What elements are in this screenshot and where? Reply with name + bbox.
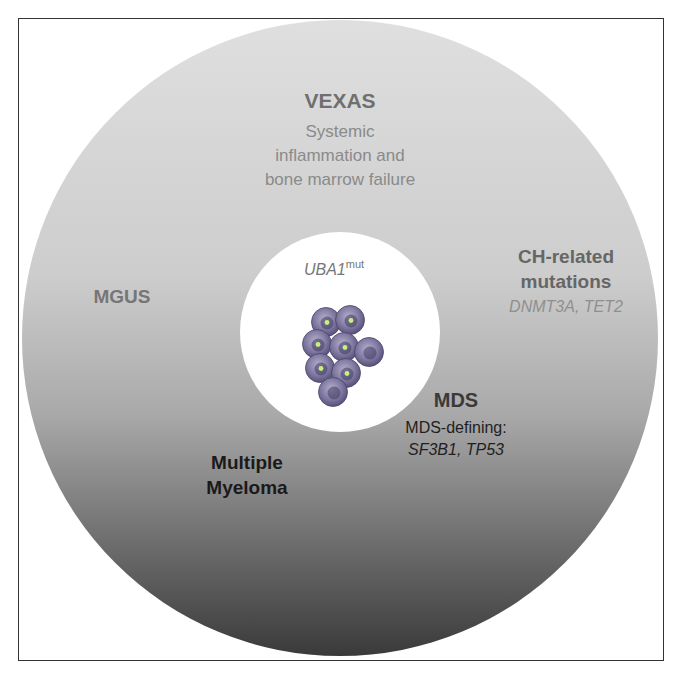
border-rect: [19, 19, 664, 661]
blood-cell: [332, 359, 361, 388]
blood-cell: [355, 338, 384, 367]
condition-label: CH-related mutations: [496, 244, 636, 294]
condition-label: VEXAS: [240, 88, 440, 114]
inner-disc: [240, 232, 440, 432]
gene-name: UBA1: [304, 261, 346, 278]
gene-label: UBA1mut: [304, 254, 364, 280]
detail-text: DNMT3A, TET2: [481, 297, 651, 317]
inner-circle: UBA1mut: [240, 232, 440, 432]
outer-circle: VEXAS Systemic inflammation and bone marr…: [22, 20, 658, 656]
blood-cell: [306, 354, 335, 383]
blood-cell: [330, 333, 359, 362]
blood-cell: [336, 306, 365, 335]
gene-superscript: mut: [346, 258, 364, 270]
condition-label: MDS: [406, 388, 506, 412]
outer-disc: [22, 20, 658, 656]
condition-label: Multiple Myeloma: [177, 450, 317, 500]
blood-cell: [319, 378, 348, 407]
blood-cell: [312, 308, 341, 337]
condition-label: MGUS: [62, 285, 182, 309]
detail-text: Systemic inflammation and bone marrow fa…: [256, 120, 424, 192]
detail-text: SF3B1, TP53: [371, 440, 541, 460]
blood-cell: [303, 330, 332, 359]
detail-text: MDS-defining:: [371, 418, 541, 438]
